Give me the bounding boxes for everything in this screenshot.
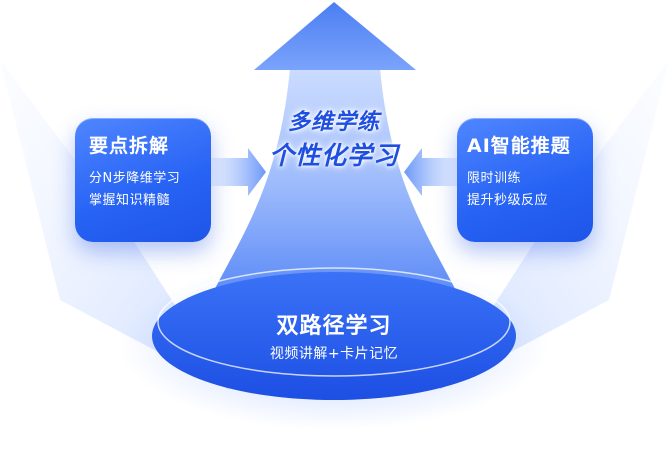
right-card-ai-questions: AI智能推题 限时训练 提升秒级反应 bbox=[457, 118, 593, 242]
left-card-line-1: 分N步降维学习 bbox=[89, 171, 181, 186]
right-side-arrow-icon bbox=[404, 148, 470, 196]
base-ring bbox=[157, 267, 511, 377]
upward-beam bbox=[200, 68, 470, 320]
arrow-head-icon bbox=[254, 2, 416, 70]
left-card-line-2: 掌握知识精髓 bbox=[89, 193, 171, 208]
right-card-line-1: 限时训练 bbox=[467, 171, 522, 186]
center-heading-line2: 个性化学习 bbox=[268, 141, 399, 170]
base-title: 双路径学习 bbox=[276, 314, 392, 339]
base-subtitle: 视频讲解+卡片记忆 bbox=[269, 346, 399, 362]
left-card-title: 要点拆解 bbox=[89, 135, 170, 157]
left-card-key-points: 要点拆解 分N步降维学习 掌握知识精髓 bbox=[75, 118, 211, 242]
left-side-arrow-icon bbox=[200, 148, 266, 196]
right-card-title: AI智能推题 bbox=[467, 135, 571, 157]
center-heading-line1: 多维学练 bbox=[287, 110, 380, 135]
right-card-line-2: 提升秒级反应 bbox=[467, 193, 549, 208]
